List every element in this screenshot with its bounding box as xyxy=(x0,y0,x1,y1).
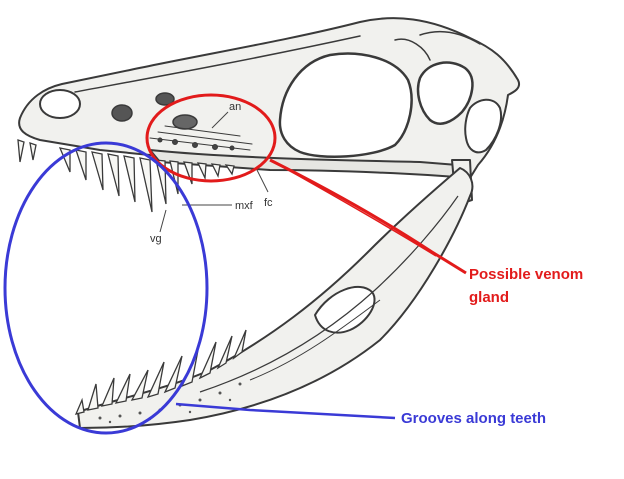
naris xyxy=(39,89,81,119)
upper-teeth xyxy=(17,139,235,213)
tooth xyxy=(146,361,165,399)
tooth xyxy=(130,369,149,401)
venom-gland-circle xyxy=(145,93,277,183)
tooth xyxy=(29,142,37,161)
tooth xyxy=(163,355,183,394)
venom-label-line2: gland xyxy=(469,289,509,306)
tooth xyxy=(17,139,25,163)
tooth xyxy=(91,151,104,191)
grooves-pointer-line xyxy=(175,402,396,420)
maxilla-pit-3 xyxy=(212,144,218,150)
tooth xyxy=(196,162,207,181)
tooth xyxy=(139,157,153,213)
anatomical-labels: an mxf vg fc xyxy=(150,101,273,245)
leader-an xyxy=(211,111,229,129)
fenestra-2 xyxy=(155,92,175,106)
tooth xyxy=(123,155,136,203)
maxilla-pit-5 xyxy=(229,145,235,151)
jaw-texture xyxy=(98,382,242,424)
maxilla-pit-4 xyxy=(157,137,163,143)
venom-annotation xyxy=(145,93,467,275)
orbit xyxy=(416,61,474,125)
maxilla-pit-1 xyxy=(172,139,178,145)
tooth xyxy=(114,373,131,404)
grooves-label: Grooves along teeth xyxy=(401,410,546,427)
tooth xyxy=(216,335,233,370)
tooth xyxy=(224,164,235,176)
tooth xyxy=(107,153,120,197)
antorbital-fenestra xyxy=(278,52,413,158)
fenestra-1 xyxy=(111,104,133,122)
venom-label-line1: Possible venom xyxy=(469,266,583,283)
mandibular-fenestra xyxy=(314,286,376,334)
label-fossa: fc xyxy=(264,197,273,209)
tooth xyxy=(155,159,167,205)
label-maxillary: mxf xyxy=(235,200,254,212)
tooth xyxy=(198,341,217,380)
tooth xyxy=(210,163,221,179)
temporal-fenestra xyxy=(464,98,502,154)
fenestra-3 xyxy=(172,114,198,130)
skull-ridge xyxy=(74,30,481,93)
jaw-ridge-2 xyxy=(249,299,381,381)
jaw-ridge xyxy=(199,195,459,393)
tooth xyxy=(183,161,193,185)
grooves-circle xyxy=(3,141,209,435)
tooth xyxy=(87,383,99,411)
leader-vg xyxy=(159,209,167,233)
venom-pointer-line-2 xyxy=(273,161,437,257)
tooth xyxy=(58,147,71,173)
tooth xyxy=(74,397,85,415)
tooth xyxy=(75,149,87,181)
leader-fc xyxy=(255,167,269,193)
skull-illustration xyxy=(18,17,520,206)
grooves-annotation xyxy=(3,141,396,435)
label-antorbital: an xyxy=(229,101,241,113)
label-venom-groove: vg xyxy=(150,233,162,245)
tooth xyxy=(232,329,247,360)
maxilla-pit-2 xyxy=(192,142,198,148)
tooth xyxy=(100,377,115,407)
